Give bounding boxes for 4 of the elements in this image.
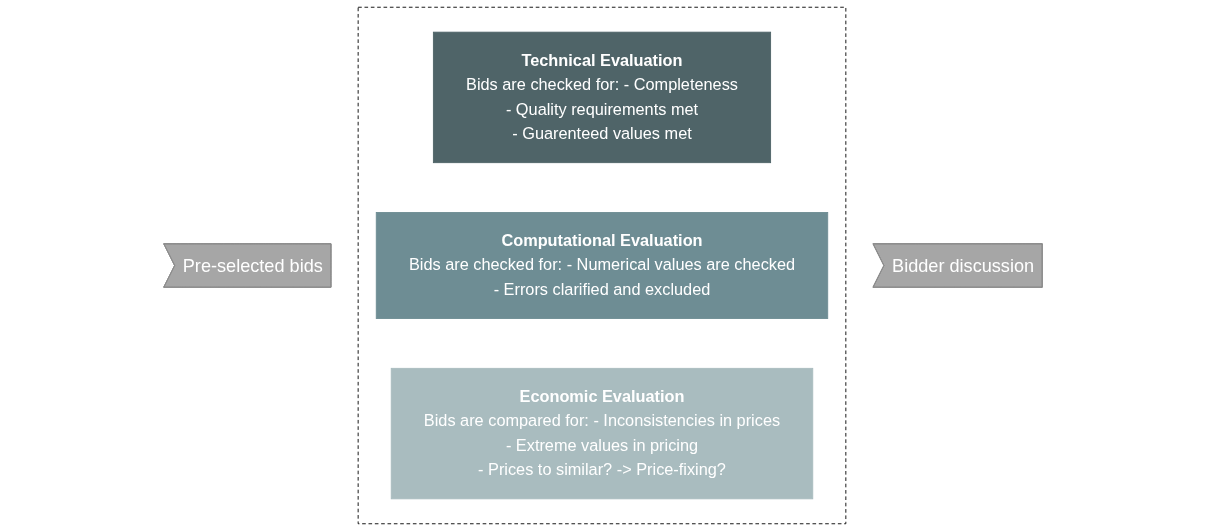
- node-box: Computational Evaluation Bids are checked for: - Numerical values are checked - Errors clarified and excluded: [375, 212, 829, 319]
- node-box: Economic Evaluation Bids are compared for: - Inconsistencies in prices - Extreme values in pricing - Prices to similar? -> Price-fixing?: [390, 367, 814, 500]
- cluster: [357, 6, 847, 525]
- node-box: Technical Evaluation Bids are checked for: - Completeness - Quality requirements met - Guarenteed values met: [432, 31, 772, 164]
